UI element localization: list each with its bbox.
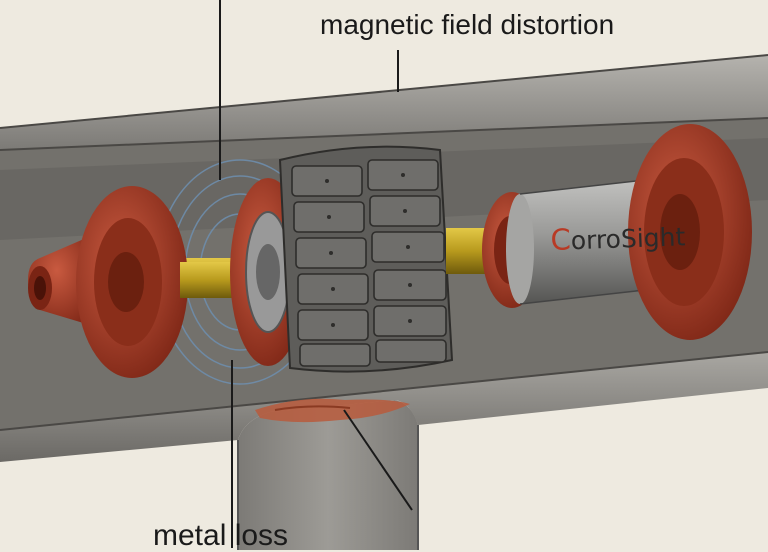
brand-logo: CorroSight	[549, 221, 686, 257]
leader-line-metal-loss	[343, 409, 413, 511]
sensor-array	[278, 145, 454, 373]
pipe-wall-top	[0, 55, 768, 150]
branch-pipe	[238, 400, 418, 550]
brand-name: orroSight	[570, 222, 686, 256]
corrosion-patch	[255, 398, 410, 423]
pipe-wall-bottom	[0, 352, 768, 462]
metal-loss-label: metal loss	[153, 519, 289, 552]
rear-cup	[628, 124, 752, 340]
front-cup	[76, 186, 188, 378]
magnetic-field-label: magnetic field distortion	[320, 9, 615, 40]
brand-initial: C	[549, 222, 572, 257]
